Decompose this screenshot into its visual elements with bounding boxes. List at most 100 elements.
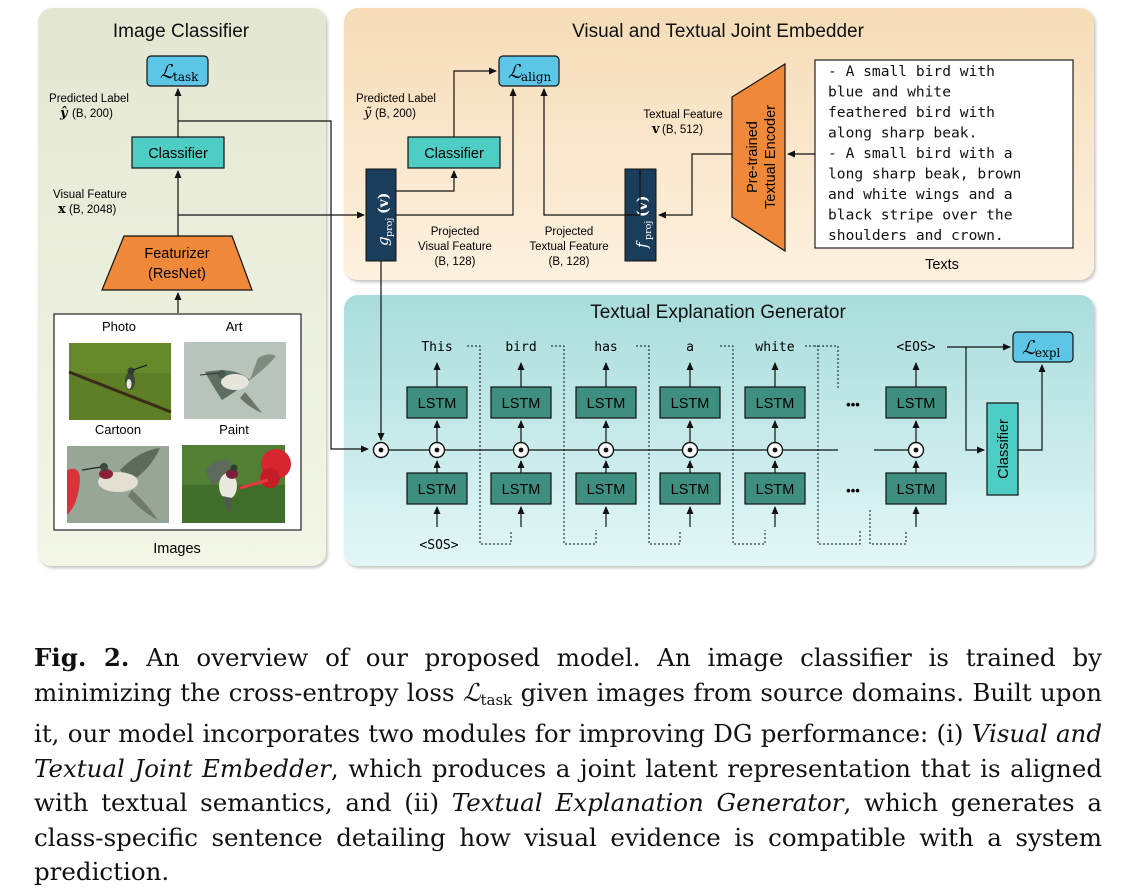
explanation-generator-title: Textual Explanation Generator: [590, 302, 846, 323]
svg-text:LSTM: LSTM: [897, 482, 936, 498]
embed-predicted-label-dims: ỹ (B, 200): [363, 106, 416, 121]
output-word: bird: [505, 340, 536, 355]
svg-text:LSTM: LSTM: [502, 482, 541, 498]
feedback-path: [720, 345, 766, 545]
caption-text-1: An overview of our proposed model. An im…: [34, 643, 1102, 707]
output-word: has: [594, 340, 617, 355]
loss-task-box: ℒ task: [146, 55, 209, 87]
input-fusion-circle: [372, 441, 390, 459]
svg-text:expl: expl: [1035, 346, 1061, 360]
domain-label-photo: Photo: [102, 319, 136, 334]
texts-label: Texts: [925, 257, 959, 273]
lstm-column: LSTM LSTM bird: [490, 340, 599, 545]
lstm-bottom-cell: LSTM: [575, 472, 637, 505]
fusion-circle: [428, 441, 446, 459]
fusion-circle: [681, 441, 699, 459]
feedback-path: [814, 345, 839, 390]
svg-text:proj: proj: [643, 221, 654, 240]
svg-text:align: align: [521, 70, 552, 84]
lstm-bottom-cell: LSTM: [744, 472, 806, 505]
feedback-path: [551, 345, 597, 545]
svg-text:•••: •••: [846, 483, 860, 498]
feedback-path: [869, 510, 907, 545]
eos-token: <EOS>: [896, 340, 935, 355]
svg-text:LSTM: LSTM: [587, 482, 626, 498]
svg-text:LSTM: LSTM: [502, 396, 541, 412]
figure-caption: Fig. 2. An overview of our proposed mode…: [34, 641, 1102, 890]
svg-text:- A small bird with: - A small bird with: [828, 63, 995, 80]
fusion-circle: [766, 441, 784, 459]
svg-text:ỹ: ỹ: [363, 106, 372, 121]
svg-text:ℒ: ℒ: [1022, 337, 1037, 359]
predicted-label-dims: ŷ (B, 200): [59, 106, 113, 121]
embed-predicted-label-title: Predicted Label: [356, 93, 436, 105]
output-word: This: [421, 340, 452, 355]
texts-frame: [814, 59, 1074, 249]
svg-text:(ResNet): (ResNet): [148, 266, 206, 282]
svg-text:- A small bird with a: - A small bird with a: [828, 145, 1013, 162]
lstm-bottom-cell: LSTM: [659, 472, 721, 505]
svg-text:LSTM: LSTM: [897, 396, 936, 412]
textual-feature-dims: v (B, 512): [651, 122, 703, 137]
caption-italic-generator: Textual Explanation Generator: [451, 788, 844, 817]
domain-label-paint: Paint: [219, 422, 249, 437]
svg-text:(B, 200): (B, 200): [72, 108, 113, 120]
feedback-path: [467, 345, 512, 545]
g-proj-box: g proj (v): [365, 168, 397, 262]
svg-text:Textual Feature: Textual Feature: [529, 241, 608, 253]
caption-italic-embedder: Visual and Textual Joint Embedder: [34, 719, 1103, 783]
caption-text-2: given images from source domains. Built …: [34, 677, 1102, 749]
svg-text:(B, 2048): (B, 2048): [69, 204, 116, 216]
predicted-label-title: Predicted Label: [49, 93, 129, 105]
svg-text:shoulders and crown.: shoulders and crown.: [828, 227, 1004, 244]
paint-hummingbird-image: [182, 445, 291, 523]
svg-text:ŷ: ŷ: [59, 106, 69, 121]
svg-text:black stripe over the: black stripe over the: [828, 207, 1013, 224]
output-word: a: [686, 340, 694, 355]
gen-classifier-box: Classifier: [986, 402, 1019, 496]
svg-text:Classifier: Classifier: [996, 419, 1012, 479]
image-classifier-title: Image Classifier: [113, 21, 250, 42]
svg-text:Projected: Projected: [431, 226, 480, 238]
caption-loss-symbol: ℒ: [462, 677, 481, 707]
svg-text:Pre-trained: Pre-trained: [745, 121, 761, 193]
svg-text:LSTM: LSTM: [671, 396, 710, 412]
feedback-path: [636, 345, 681, 545]
svg-text:proj: proj: [384, 218, 395, 237]
caption-loss-subscript: task: [480, 690, 513, 709]
lstm-top-cell: LSTM: [575, 386, 637, 419]
svg-text:blue and white: blue and white: [828, 84, 951, 101]
lstm-bottom-cell: LSTM: [885, 472, 947, 505]
visual-feature-dims: x (B, 2048): [58, 202, 116, 217]
svg-text:Classifier: Classifier: [424, 146, 484, 162]
fusion-circle: [512, 441, 530, 459]
lstm-column: LSTM LSTM has: [575, 340, 683, 545]
joint-embedder-title: Visual and Textual Joint Embedder: [572, 21, 865, 42]
fusion-circle: [597, 441, 615, 459]
gen-ellipsis-bottom: •••: [846, 483, 860, 498]
svg-text:along sharp beak.: along sharp beak.: [828, 125, 977, 142]
feedback-path: [805, 345, 861, 545]
svg-text:•••: •••: [846, 397, 860, 412]
generator-flow-arrows: [388, 343, 1046, 454]
svg-text:g: g: [374, 236, 392, 246]
embed-classifier-box: Classifier: [407, 136, 501, 169]
textual-feature-title: Textual Feature: [643, 109, 722, 121]
svg-text:LSTM: LSTM: [418, 482, 457, 498]
svg-text:LSTM: LSTM: [756, 396, 795, 412]
svg-text:Textual Encoder: Textual Encoder: [763, 105, 779, 209]
fusion-circle: [907, 441, 925, 459]
model-diagram: Image Classifier Visual and Textual Join…: [38, 8, 1094, 566]
images-label: Images: [153, 541, 201, 557]
loss-align-box: ℒ align: [498, 55, 560, 87]
svg-text:f: f: [633, 240, 651, 249]
svg-text:v: v: [651, 122, 660, 137]
svg-text:LSTM: LSTM: [756, 482, 795, 498]
lstm-bottom-cell: LSTM: [490, 472, 552, 505]
left-classifier-box: Classifier: [131, 136, 225, 169]
svg-text:Projected: Projected: [545, 226, 594, 238]
proj-visual-feature-label: Projected Visual Feature (B, 128): [418, 226, 492, 268]
lstm-top-cell: LSTM: [490, 386, 552, 419]
svg-text:LSTM: LSTM: [671, 482, 710, 498]
